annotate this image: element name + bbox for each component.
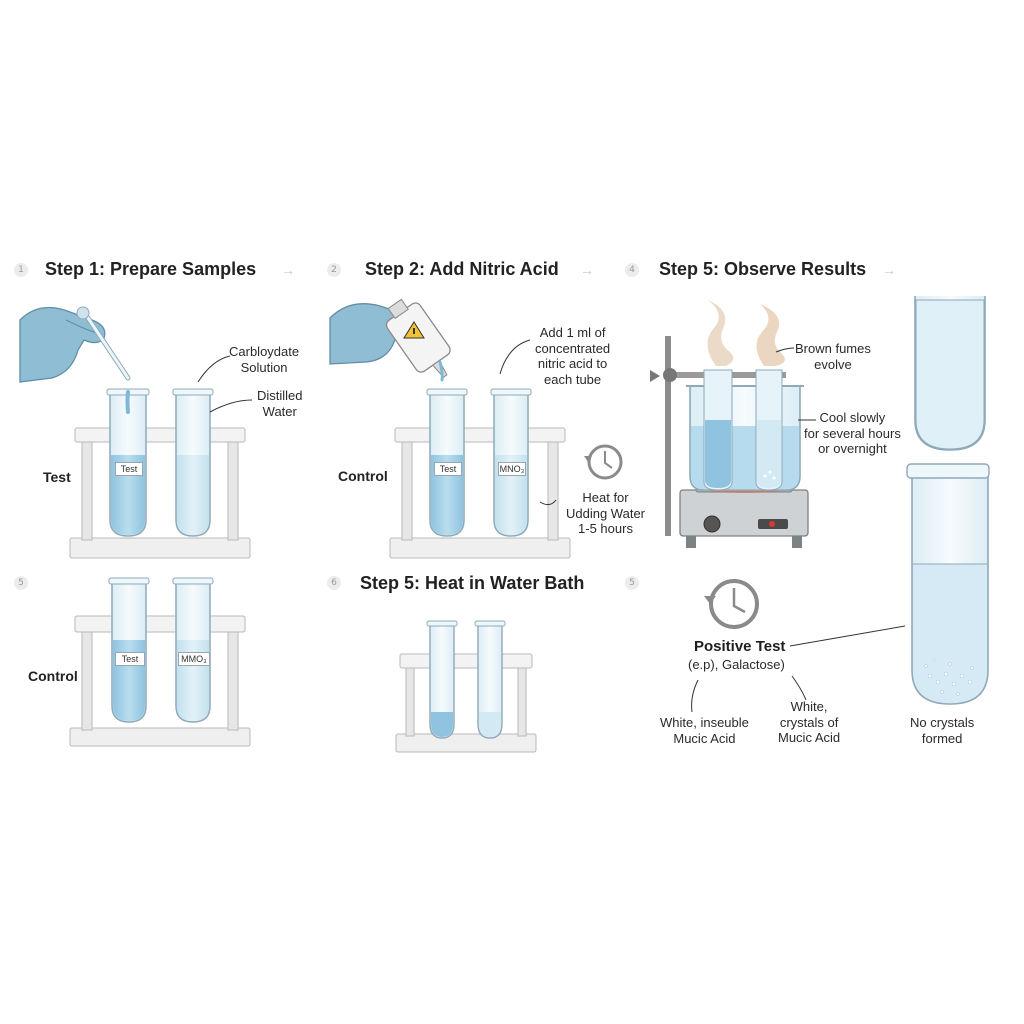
test-tube xyxy=(474,620,506,739)
step-number: 5 xyxy=(14,576,28,590)
callout-add-nitric-acid: Add 1 ml of concentrated nitric acid to … xyxy=(535,325,611,387)
test-tube-rack-icon xyxy=(69,615,251,747)
reagent-bottle xyxy=(385,298,451,378)
arrow-right-icon: → xyxy=(281,262,295,278)
step-number: 5 xyxy=(625,576,639,590)
test-tube xyxy=(914,296,986,451)
callout-white-insoluble: White, inseuble Mucic Acid xyxy=(660,715,749,746)
clock-icon xyxy=(584,444,623,480)
side-label: Control xyxy=(28,668,78,684)
tube-label: Test xyxy=(434,462,462,476)
positive-test-title: Positive Test xyxy=(694,638,786,655)
callout-cool-slowly: Cool slowly for several hours or overnig… xyxy=(804,410,901,457)
test-tube xyxy=(108,577,150,723)
callout-no-crystals: No crystals formed xyxy=(910,715,975,746)
positive-test-example: (e.p), Galactose) xyxy=(688,657,785,672)
side-label: Test xyxy=(43,469,71,485)
callout-brown-fumes: Brown fumes evolve xyxy=(795,341,871,372)
beaker-icon xyxy=(686,369,804,491)
tube-label: MMO₃ xyxy=(178,652,210,666)
test-tube-rack-icon xyxy=(389,427,571,559)
test-tube xyxy=(906,463,990,705)
callout-distilled-water: Distilled Water xyxy=(257,388,303,419)
tube-label: MNO₃ xyxy=(498,462,526,476)
hazard-icon xyxy=(403,321,425,339)
tube-label: Test xyxy=(115,462,143,476)
step-number: 4 xyxy=(625,263,639,277)
step-number: 1 xyxy=(14,263,28,277)
test-tube xyxy=(172,388,214,537)
tube-label: Test xyxy=(115,652,145,666)
step-title: Step 2: Add Nitric Acid xyxy=(365,259,559,279)
gloved-hand-icon xyxy=(19,306,131,383)
test-tube xyxy=(172,577,214,723)
hot-plate-icon xyxy=(679,481,809,548)
step-title: Step 5: Heat in Water Bath xyxy=(360,573,585,593)
callout-heat: Heat for Udding Water 1-5 hours xyxy=(566,490,645,537)
arrow-right-icon: → xyxy=(580,262,594,278)
callout-carbohydrate-solution: Carbloydate Solution xyxy=(229,344,300,375)
step-number: 2 xyxy=(327,263,341,277)
side-label: Control xyxy=(338,468,388,484)
test-tube-rack-icon xyxy=(69,427,251,559)
test-tube xyxy=(426,620,458,739)
step-title: Step 5: Observe Results xyxy=(659,259,867,279)
flame-fumes-icon xyxy=(707,300,785,366)
step-title: Step 1: Prepare Samples xyxy=(45,259,257,279)
arrow-right-icon: → xyxy=(882,262,896,278)
clock-icon xyxy=(704,579,759,629)
step-number: 6 xyxy=(327,576,341,590)
test-tube-rack-icon xyxy=(395,653,537,753)
callout-white-crystals: White, crystals of Mucic Acid xyxy=(778,699,841,746)
